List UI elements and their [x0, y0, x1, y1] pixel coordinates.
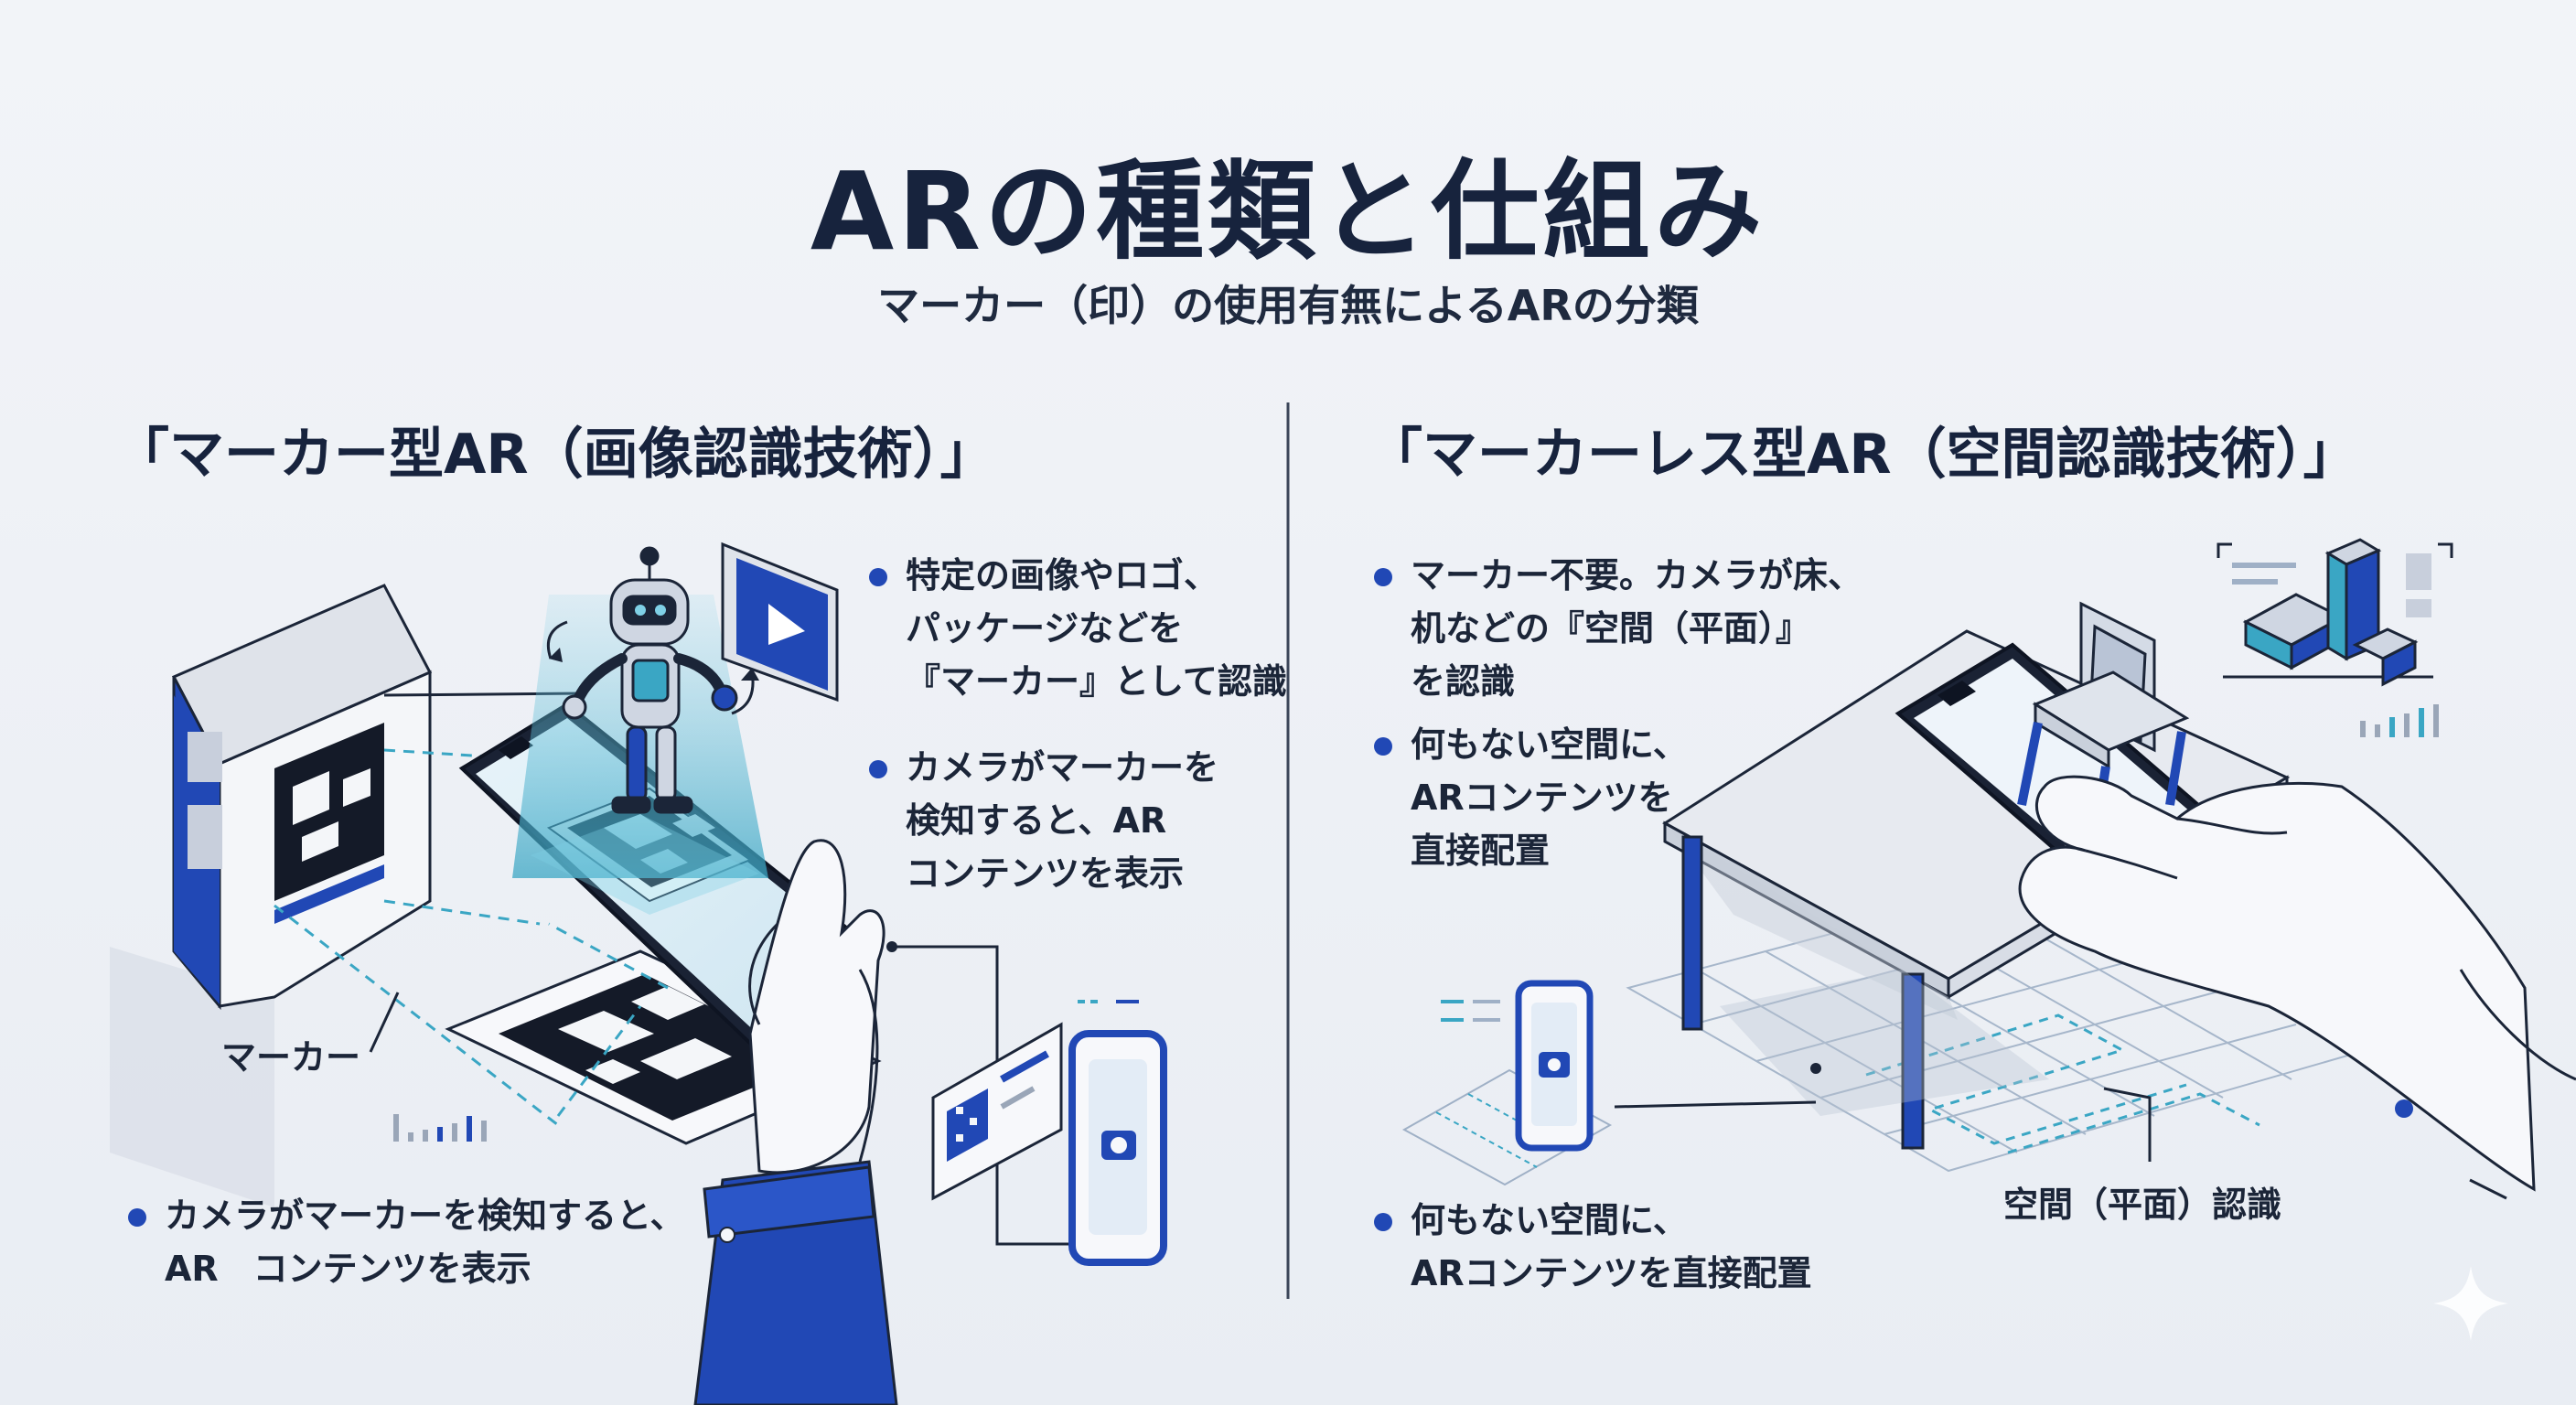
bullet-dot [869, 568, 887, 586]
bullet-dot [128, 1208, 146, 1227]
card-scan-illustration [886, 941, 1167, 1266]
marker-bullet-1: 特定の画像やロゴ、 パッケージなどを 『マーカー』として認識 [869, 549, 1287, 708]
hand-illustration [693, 839, 898, 1405]
marker-bullet-2: カメラがマーカーを 検知すると、AR コンテンツを表示 [869, 741, 1218, 900]
isometric-blocks-icon [2216, 538, 2453, 687]
plane-recognition-label: 空間（平面）認識 [2003, 1185, 2282, 1225]
marker-ar-heading: 「マーカー型AR（画像認識技術）」 [114, 423, 995, 487]
marker-ar-illustration [110, 542, 1167, 1405]
markerless-ar-illustration [1401, 538, 2576, 1200]
page-subtitle: マーカー（印）の使用有無によるARの分類 [877, 281, 1699, 330]
bullet-dot [869, 760, 887, 778]
right-hand-illustration [2018, 775, 2576, 1200]
plane-detection-trace [1865, 1014, 2260, 1154]
chair-3d-model [2017, 601, 2190, 852]
bullet-dot [1374, 568, 1392, 586]
markerless-bullet-1: マーカー不要。カメラが床、 机などの『空間（平面）』 を認識 [1374, 549, 1862, 708]
markerless-ar-heading: 「マーカーレス型AR（空間認識技術）」 [1368, 423, 2358, 487]
marker-bottom-bullet: カメラがマーカーを検知すると、 AR コンテンツを表示 [128, 1189, 684, 1295]
package-box [110, 584, 433, 1207]
marker-label: マーカー [221, 1037, 361, 1078]
bullet-dot [1374, 737, 1392, 756]
bullet-dot [1374, 1213, 1392, 1231]
page-title: ARの種類と仕組み [810, 148, 1766, 274]
video-play-icon [721, 542, 839, 702]
markerless-bottom-bullet: 何もない空間に、 ARコンテンツを直接配置 [1374, 1194, 1812, 1300]
mini-chart-bars-left [393, 1114, 487, 1142]
robot-figure [562, 546, 738, 814]
small-phone-scan [1401, 980, 1613, 1186]
mini-chart-bars-right [2360, 704, 2439, 737]
sparkle-icon [2433, 1266, 2508, 1341]
markerless-bullet-2: 何もない空間に、 ARコンテンツを 直接配置 [1374, 718, 1688, 877]
